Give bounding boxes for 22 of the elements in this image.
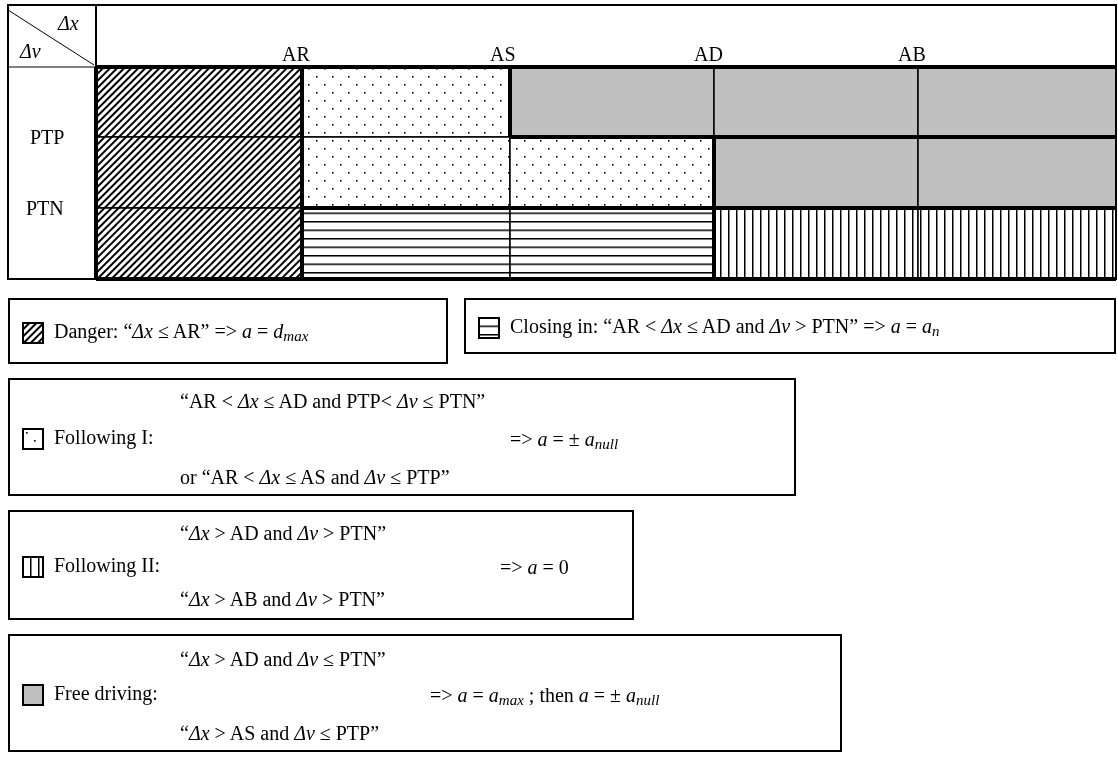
condition-text: “AR < Δx ≤ AD and PTP< Δv ≤ PTN”	[180, 390, 486, 412]
column-label: AS	[490, 43, 516, 65]
column-label: AR	[282, 43, 310, 65]
axis-label: Δx	[58, 12, 79, 34]
legend-label: Danger: “Δx ≤ AR” => a = d$_{max}$	[54, 320, 309, 345]
legend-label: Following II:	[54, 554, 161, 576]
legend-label: Following I:	[54, 426, 154, 448]
result-text: => a = a$_{max}$ ; then a = ± a$_{null}$	[430, 684, 660, 709]
row-label: PTP	[30, 126, 65, 148]
axis-label: Δv	[20, 40, 41, 62]
result-text: => a = ± a$_{null}$	[510, 428, 619, 453]
legend-label: Closing in: “AR < Δx ≤ AD and Δv > PTN” => a = a$_{n}$	[510, 315, 940, 340]
column-label: AB	[898, 43, 926, 65]
column-label: AD	[694, 43, 723, 65]
row-label: PTN	[26, 197, 64, 219]
result-text: => a = 0	[500, 556, 569, 578]
condition-text: “Δx > AB and Δv > PTN”	[180, 588, 385, 610]
legend-label: Free driving:	[54, 682, 158, 704]
condition-text: “Δx > AS and Δv ≤ PTP”	[180, 722, 380, 744]
condition-text: “Δx > AD and Δv > PTN”	[180, 522, 387, 544]
condition-text: or “AR < Δx ≤ AS and Δv ≤ PTP”	[180, 466, 450, 488]
condition-text: “Δx > AD and Δv ≤ PTN”	[180, 648, 386, 670]
